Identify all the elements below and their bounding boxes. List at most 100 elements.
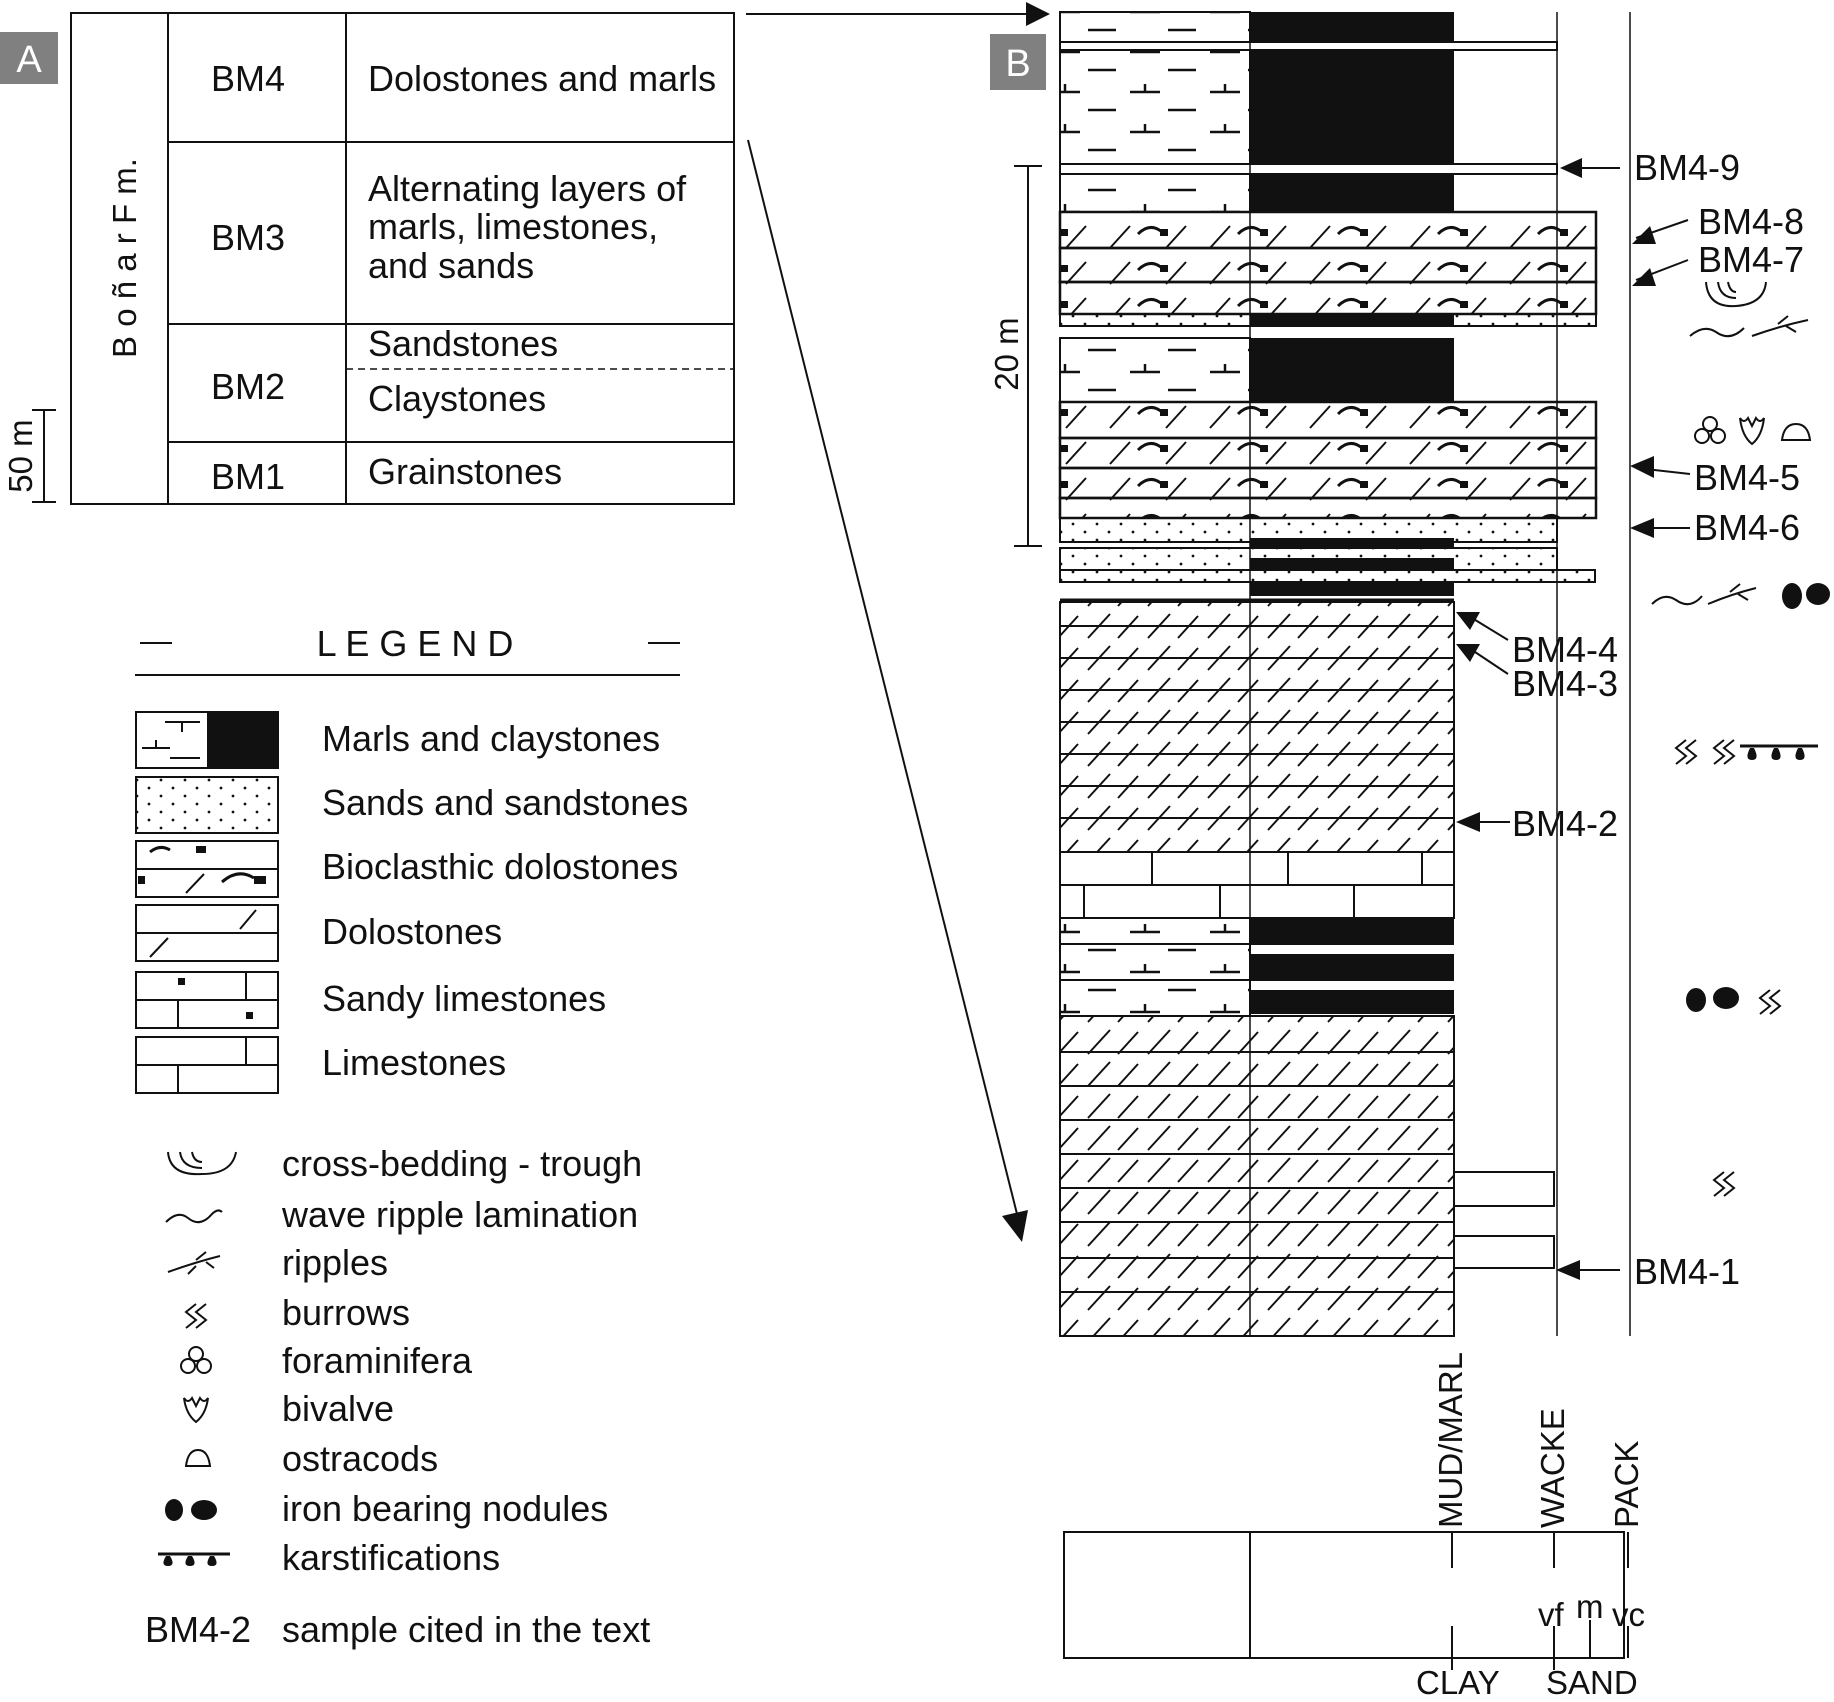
iron-nodules-icon bbox=[1782, 583, 1802, 609]
legend-structure-label: karstifications bbox=[282, 1537, 500, 1578]
foraminifera-icon bbox=[1694, 416, 1726, 444]
legend-swatch-limestones bbox=[135, 1036, 279, 1094]
unit-bm2-desc-bottom: Claystones bbox=[368, 378, 546, 419]
sample-label: BM4-3 bbox=[1512, 663, 1618, 704]
scale-bar-20m-label: 20 m bbox=[988, 317, 1025, 390]
unit-bm1-label: BM1 bbox=[211, 456, 285, 497]
bed-bioclastic-lower bbox=[1058, 400, 1598, 520]
scale-bar-50m bbox=[32, 409, 56, 503]
legend-label-sands: Sands and sandstones bbox=[322, 782, 688, 823]
texture-label: PACK bbox=[1608, 1441, 1645, 1528]
panel-a-tag bbox=[0, 32, 58, 84]
burrows-icon bbox=[1712, 739, 1736, 765]
bed-limestones bbox=[1059, 851, 1455, 919]
sample-label: BM4-5 bbox=[1694, 457, 1800, 498]
bed-marls-bm4-9 bbox=[1059, 163, 1558, 213]
unit-bm1-desc: Grainstones bbox=[368, 451, 562, 492]
sample-label: BM4-8 bbox=[1698, 201, 1804, 242]
legend-label-dolostones: Dolostones bbox=[322, 911, 502, 952]
bivalve-icon bbox=[1739, 416, 1765, 446]
legend-structure-label: ripples bbox=[282, 1242, 388, 1283]
iron-nodules-icon bbox=[165, 1499, 217, 1521]
legend-label-bioclastic-dolostones: Bioclasthic dolostones bbox=[322, 846, 678, 887]
panel-b-tag bbox=[990, 34, 1046, 90]
ripples-icon bbox=[167, 1251, 221, 1275]
legend-structure-label: iron bearing nodules bbox=[282, 1488, 608, 1529]
legend-structure-label: foraminifera bbox=[282, 1340, 473, 1381]
legend-title: L E G E N D bbox=[317, 623, 514, 664]
legend-swatch-sandy-limestones bbox=[135, 971, 279, 1029]
sample-label: BM4-4 bbox=[1512, 629, 1618, 670]
grain-label: vf bbox=[1538, 1596, 1565, 1633]
formation-table-border bbox=[70, 12, 735, 505]
wave-ripple-icon bbox=[165, 1209, 223, 1224]
bed-marls-middle bbox=[1059, 337, 1454, 403]
sample-label: BM4-1 bbox=[1634, 1251, 1740, 1292]
legend-structure-label: ostracods bbox=[282, 1438, 438, 1479]
panel-b-tag-text: B bbox=[1005, 43, 1030, 85]
legend-sample-label: sample cited in the text bbox=[282, 1609, 650, 1650]
grain-label: m bbox=[1576, 1588, 1604, 1625]
unit-bm2-desc-top: Sandstones bbox=[368, 323, 558, 364]
ostracods-icon bbox=[1780, 422, 1812, 441]
legend-label-limestones: Limestones bbox=[322, 1042, 506, 1083]
unit-bm3-desc-line2: marls, limestones, bbox=[368, 206, 658, 247]
legend-label-marls-claystones: Marls and claystones bbox=[322, 718, 660, 759]
bed-dolostones-upper bbox=[1059, 601, 1455, 853]
formation-name: B o ñ a r F m. bbox=[106, 158, 143, 358]
burrows-icon bbox=[1674, 739, 1698, 765]
legend-swatch-marls-claystones bbox=[135, 711, 279, 769]
unit-bm2-label: BM2 bbox=[211, 366, 285, 407]
unit-bm3-desc-line3: and sands bbox=[368, 245, 534, 286]
sample-label: BM4-2 bbox=[1512, 803, 1618, 844]
legend-swatch-sands bbox=[135, 776, 279, 834]
wave-ripple-icon bbox=[1651, 595, 1703, 606]
legend-structure-label: bivalve bbox=[282, 1388, 394, 1429]
texture-label: MUD/MARL bbox=[1432, 1352, 1469, 1528]
sample-label: BM4-6 bbox=[1694, 507, 1800, 548]
burrows-icon bbox=[1712, 1171, 1736, 1197]
unit-bm3-desc-line1: Alternating layers of bbox=[368, 168, 687, 209]
trough-cross-bedding-icon bbox=[1705, 281, 1767, 308]
legend-swatch-dolostones bbox=[135, 904, 279, 962]
sample-label: BM4-7 bbox=[1698, 239, 1804, 280]
unit-bm4-desc: Dolostones and marls bbox=[368, 58, 716, 99]
panel-a-formation-table: A B o ñ a r F m. BM4 Dolostones and marl… bbox=[0, 12, 735, 505]
trough-cross-bedding-icon bbox=[167, 1151, 237, 1176]
panel-b-stratigraphic-log: B 20 m bbox=[988, 11, 1830, 1701]
panel-a-tag-text: A bbox=[16, 39, 42, 81]
legend-structure-label: burrows bbox=[282, 1292, 410, 1333]
bed-marls-lower bbox=[1059, 917, 1454, 1017]
wave-ripple-icon bbox=[1689, 327, 1745, 338]
legend: L E G E N D Marls and claystones Sands a… bbox=[135, 623, 688, 1650]
ripples-icon bbox=[1707, 583, 1757, 605]
bottom-label-sand: SAND bbox=[1546, 1664, 1638, 1701]
grain-size-scale bbox=[1063, 1531, 1629, 1670]
legend-label-sandy-limestones: Sandy limestones bbox=[322, 978, 606, 1019]
burrows-icon bbox=[184, 1303, 208, 1329]
legend-sample-code: BM4-2 bbox=[145, 1609, 251, 1650]
unit-bm3-label: BM3 bbox=[211, 217, 285, 258]
karstification-icon bbox=[1740, 744, 1818, 760]
bed-dolostones-lower bbox=[1059, 1015, 1555, 1337]
iron-nodules-icon bbox=[1686, 988, 1706, 1012]
ripples-icon bbox=[1751, 315, 1809, 337]
grain-label: vc bbox=[1612, 1596, 1645, 1633]
legend-structure-label: cross-bedding - trough bbox=[282, 1143, 642, 1184]
bed-bioclastic-upper bbox=[1058, 210, 1598, 316]
scale-bar-50m-label: 50 m bbox=[2, 419, 39, 492]
scale-bar-20m bbox=[1014, 165, 1042, 547]
legend-swatch-bioclastic-dolostones bbox=[135, 840, 279, 898]
bed-marls-top bbox=[1059, 11, 1558, 165]
unit-bm4-label: BM4 bbox=[211, 58, 285, 99]
connector-arrows bbox=[746, 2, 1050, 1242]
bivalve-icon bbox=[183, 1396, 209, 1424]
bed-sandy-packstones bbox=[1059, 517, 1596, 602]
foraminifera-icon bbox=[180, 1346, 212, 1374]
karstification-icon bbox=[158, 1552, 230, 1566]
texture-label: WACKE bbox=[1534, 1408, 1571, 1528]
sample-arrows bbox=[1456, 158, 1691, 1280]
sample-label: BM4-9 bbox=[1634, 147, 1740, 188]
bottom-label-clay: CLAY bbox=[1416, 1664, 1500, 1701]
